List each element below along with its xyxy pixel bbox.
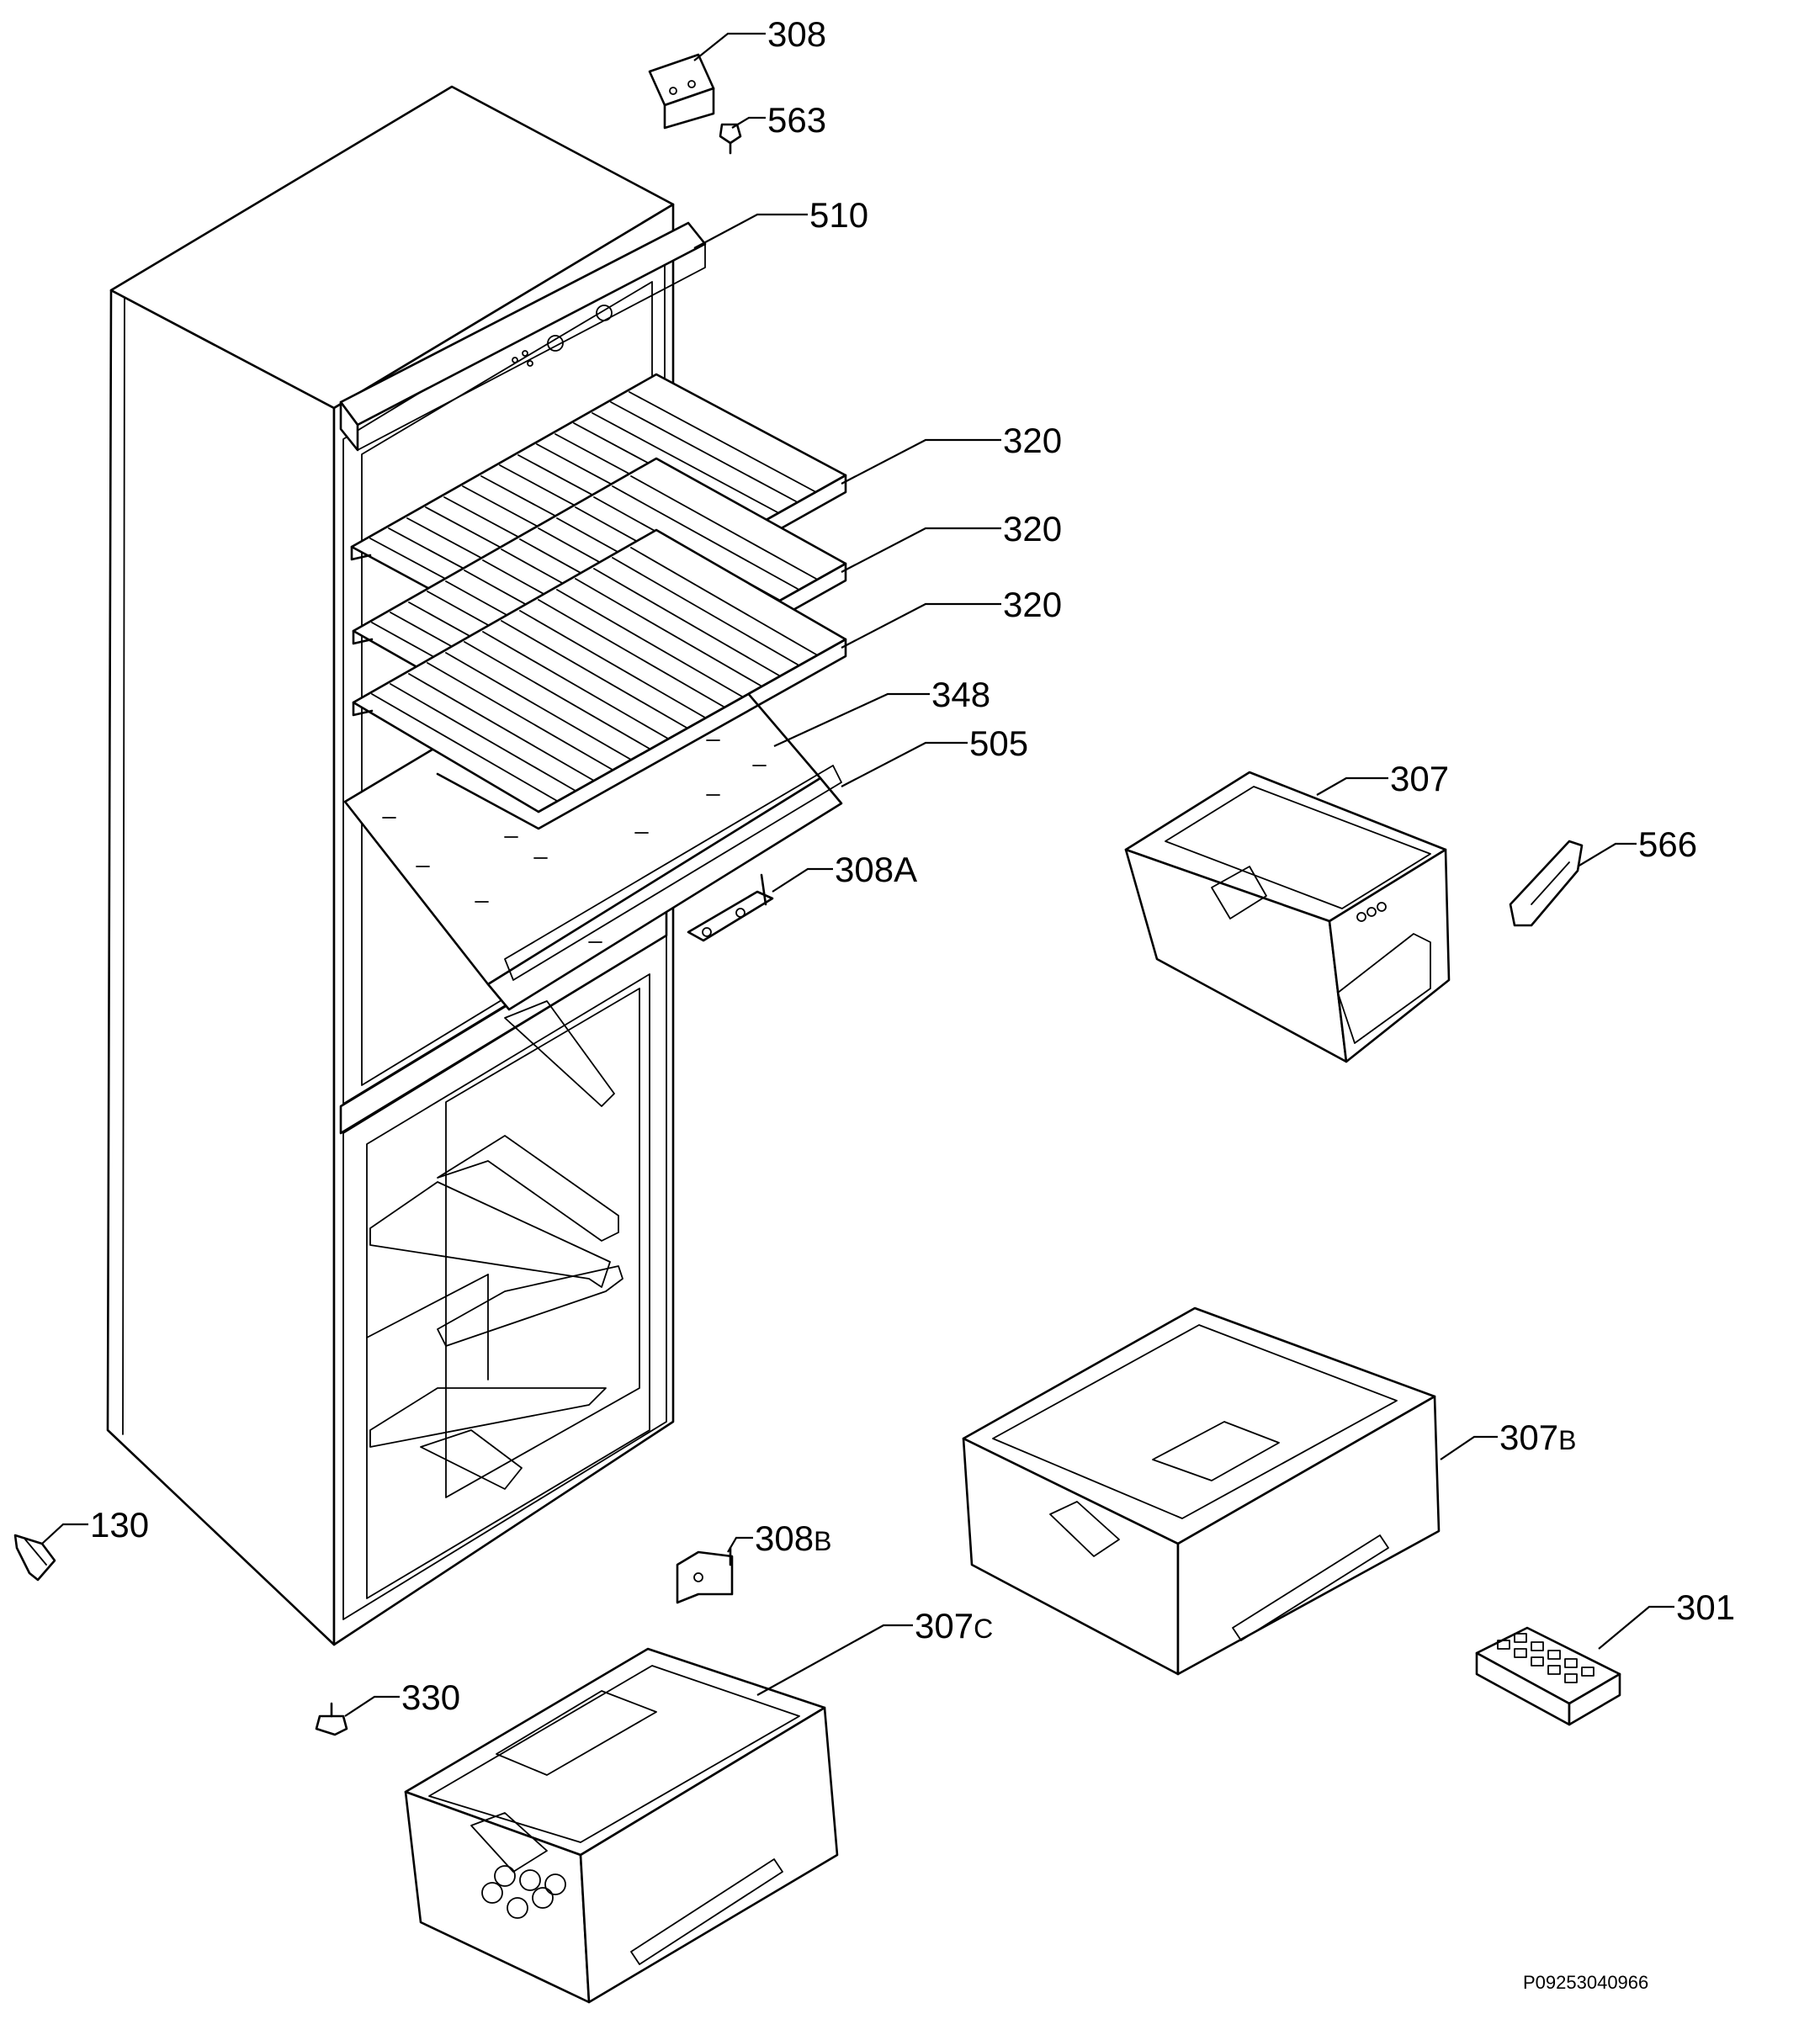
callout-320-top: 320 <box>1003 421 1062 460</box>
foot-330 <box>315 1702 348 1736</box>
callout-130: 130 <box>90 1505 149 1545</box>
callout-308A: 308A <box>835 850 917 889</box>
callout-labels: 308 563 510 320 320 320 348 505 308A 307… <box>90 14 1735 1717</box>
callout-320-middle: 320 <box>1003 509 1062 548</box>
callout-566: 566 <box>1638 824 1697 864</box>
hinge-308B <box>676 1546 734 1604</box>
callout-330: 330 <box>401 1677 460 1717</box>
crisper-drawer-307 <box>1124 771 1451 1063</box>
hinge-bracket-308 <box>648 53 715 130</box>
callout-563: 563 <box>767 100 826 140</box>
freezer-drawer-307C <box>404 1647 839 2004</box>
callout-leaders <box>41 32 1674 1717</box>
callout-308: 308 <box>767 14 826 54</box>
callout-307: 307 <box>1390 759 1449 798</box>
fridge-cabinet <box>106 85 843 1646</box>
callout-301: 301 <box>1676 1587 1735 1627</box>
callout-320-lower: 320 <box>1003 585 1062 624</box>
callout-510: 510 <box>809 195 868 235</box>
handle-130 <box>13 1534 56 1582</box>
callout-307C: 307C <box>915 1606 993 1645</box>
callout-505: 505 <box>969 723 1028 763</box>
document-code: P09253040966 <box>1523 1972 1648 1993</box>
ice-tray-301 <box>1475 1626 1621 1726</box>
callout-348: 348 <box>931 675 990 714</box>
hinge-308A <box>687 873 774 942</box>
clip-566 <box>1509 840 1584 927</box>
freezer-drawer-307B <box>962 1306 1441 1676</box>
wire-shelf-lower <box>352 528 847 830</box>
callout-307B: 307B <box>1499 1418 1576 1457</box>
screw-563 <box>719 123 742 155</box>
callout-308B: 308B <box>755 1518 831 1558</box>
